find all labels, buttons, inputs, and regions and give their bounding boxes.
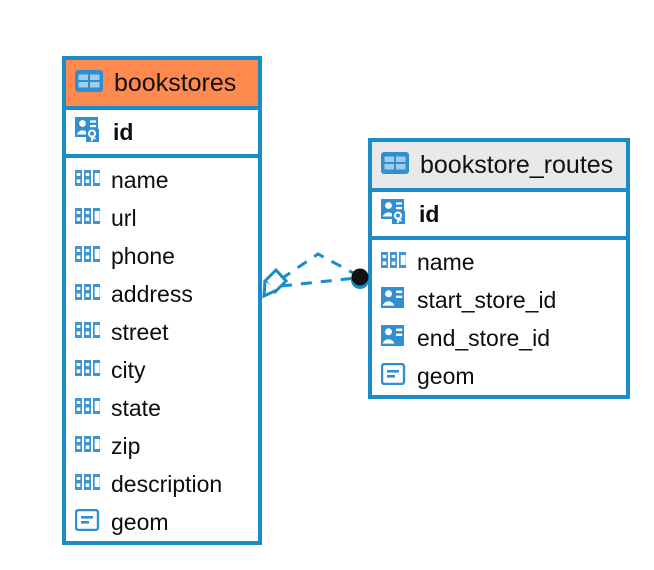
entity-table-bookstore-routes[interactable]: bookstore_routes (368, 138, 630, 399)
entity-table-bookstores[interactable]: bookstores id (62, 56, 262, 545)
field-label: name (417, 248, 475, 275)
abc-icon (75, 397, 101, 419)
abc-icon (75, 283, 101, 305)
relationship-connector-2[interactable] (280, 276, 357, 288)
abc-icon (75, 473, 101, 495)
field-label: city (111, 356, 146, 383)
field-label: start_store_id (417, 286, 557, 313)
field-row-phone[interactable]: phone (66, 237, 258, 275)
geometry-icon (74, 508, 101, 536)
geometry-icon (380, 362, 407, 390)
field-row-zip[interactable]: zip (66, 427, 258, 465)
field-row-id[interactable]: id (66, 110, 258, 154)
field-label: phone (111, 242, 175, 269)
abc-icon (75, 207, 101, 229)
field-row-address[interactable]: address (66, 275, 258, 313)
relationship-source-marker[interactable] (262, 267, 289, 299)
abc-icon (75, 245, 101, 267)
primary-key-section: id (372, 192, 626, 240)
field-label: street (111, 318, 169, 345)
field-row-url[interactable]: url (66, 199, 258, 237)
table-icon (75, 69, 103, 97)
relationship-connector-1[interactable] (280, 252, 358, 281)
field-label: description (111, 470, 223, 497)
field-row-id[interactable]: id (372, 192, 626, 236)
field-row-state[interactable]: state (66, 389, 258, 427)
primary-key-section: id (66, 110, 258, 158)
field-label: zip (111, 432, 141, 459)
field-label: name (111, 166, 169, 193)
foreign-key-icon (381, 324, 407, 352)
primary-key-icon (381, 198, 409, 230)
field-label: id (113, 118, 134, 145)
field-row-name[interactable]: name (372, 243, 626, 281)
field-label: url (111, 204, 137, 231)
field-row-start-store-id[interactable]: start_store_id (372, 281, 626, 319)
field-row-city[interactable]: city (66, 351, 258, 389)
abc-icon (381, 251, 407, 273)
abc-icon (75, 169, 101, 191)
field-label: address (111, 280, 193, 307)
foreign-key-icon (381, 286, 407, 314)
field-label: geom (417, 362, 475, 389)
entity-header-bookstores[interactable]: bookstores (66, 60, 258, 110)
abc-icon (75, 435, 101, 457)
entity-title: bookstore_routes (420, 150, 614, 179)
field-row-street[interactable]: street (66, 313, 258, 351)
entity-header-bookstore-routes[interactable]: bookstore_routes (372, 142, 626, 192)
field-list: name url (66, 158, 258, 546)
field-row-description[interactable]: description (66, 465, 258, 503)
field-row-geom[interactable]: geom (66, 503, 258, 541)
field-row-geom[interactable]: geom (372, 357, 626, 395)
entity-title: bookstores (114, 68, 237, 97)
field-label: id (419, 200, 440, 227)
field-label: state (111, 394, 161, 421)
field-label: end_store_id (417, 324, 550, 351)
primary-key-icon (75, 116, 103, 148)
abc-icon (75, 359, 101, 381)
field-list: name start_store_id (372, 240, 626, 400)
field-row-name[interactable]: name (66, 161, 258, 199)
field-row-end-store-id[interactable]: end_store_id (372, 319, 626, 357)
abc-icon (75, 321, 101, 343)
field-label: geom (111, 508, 169, 535)
table-icon (381, 151, 409, 179)
relationship-target-marker[interactable] (351, 268, 369, 290)
